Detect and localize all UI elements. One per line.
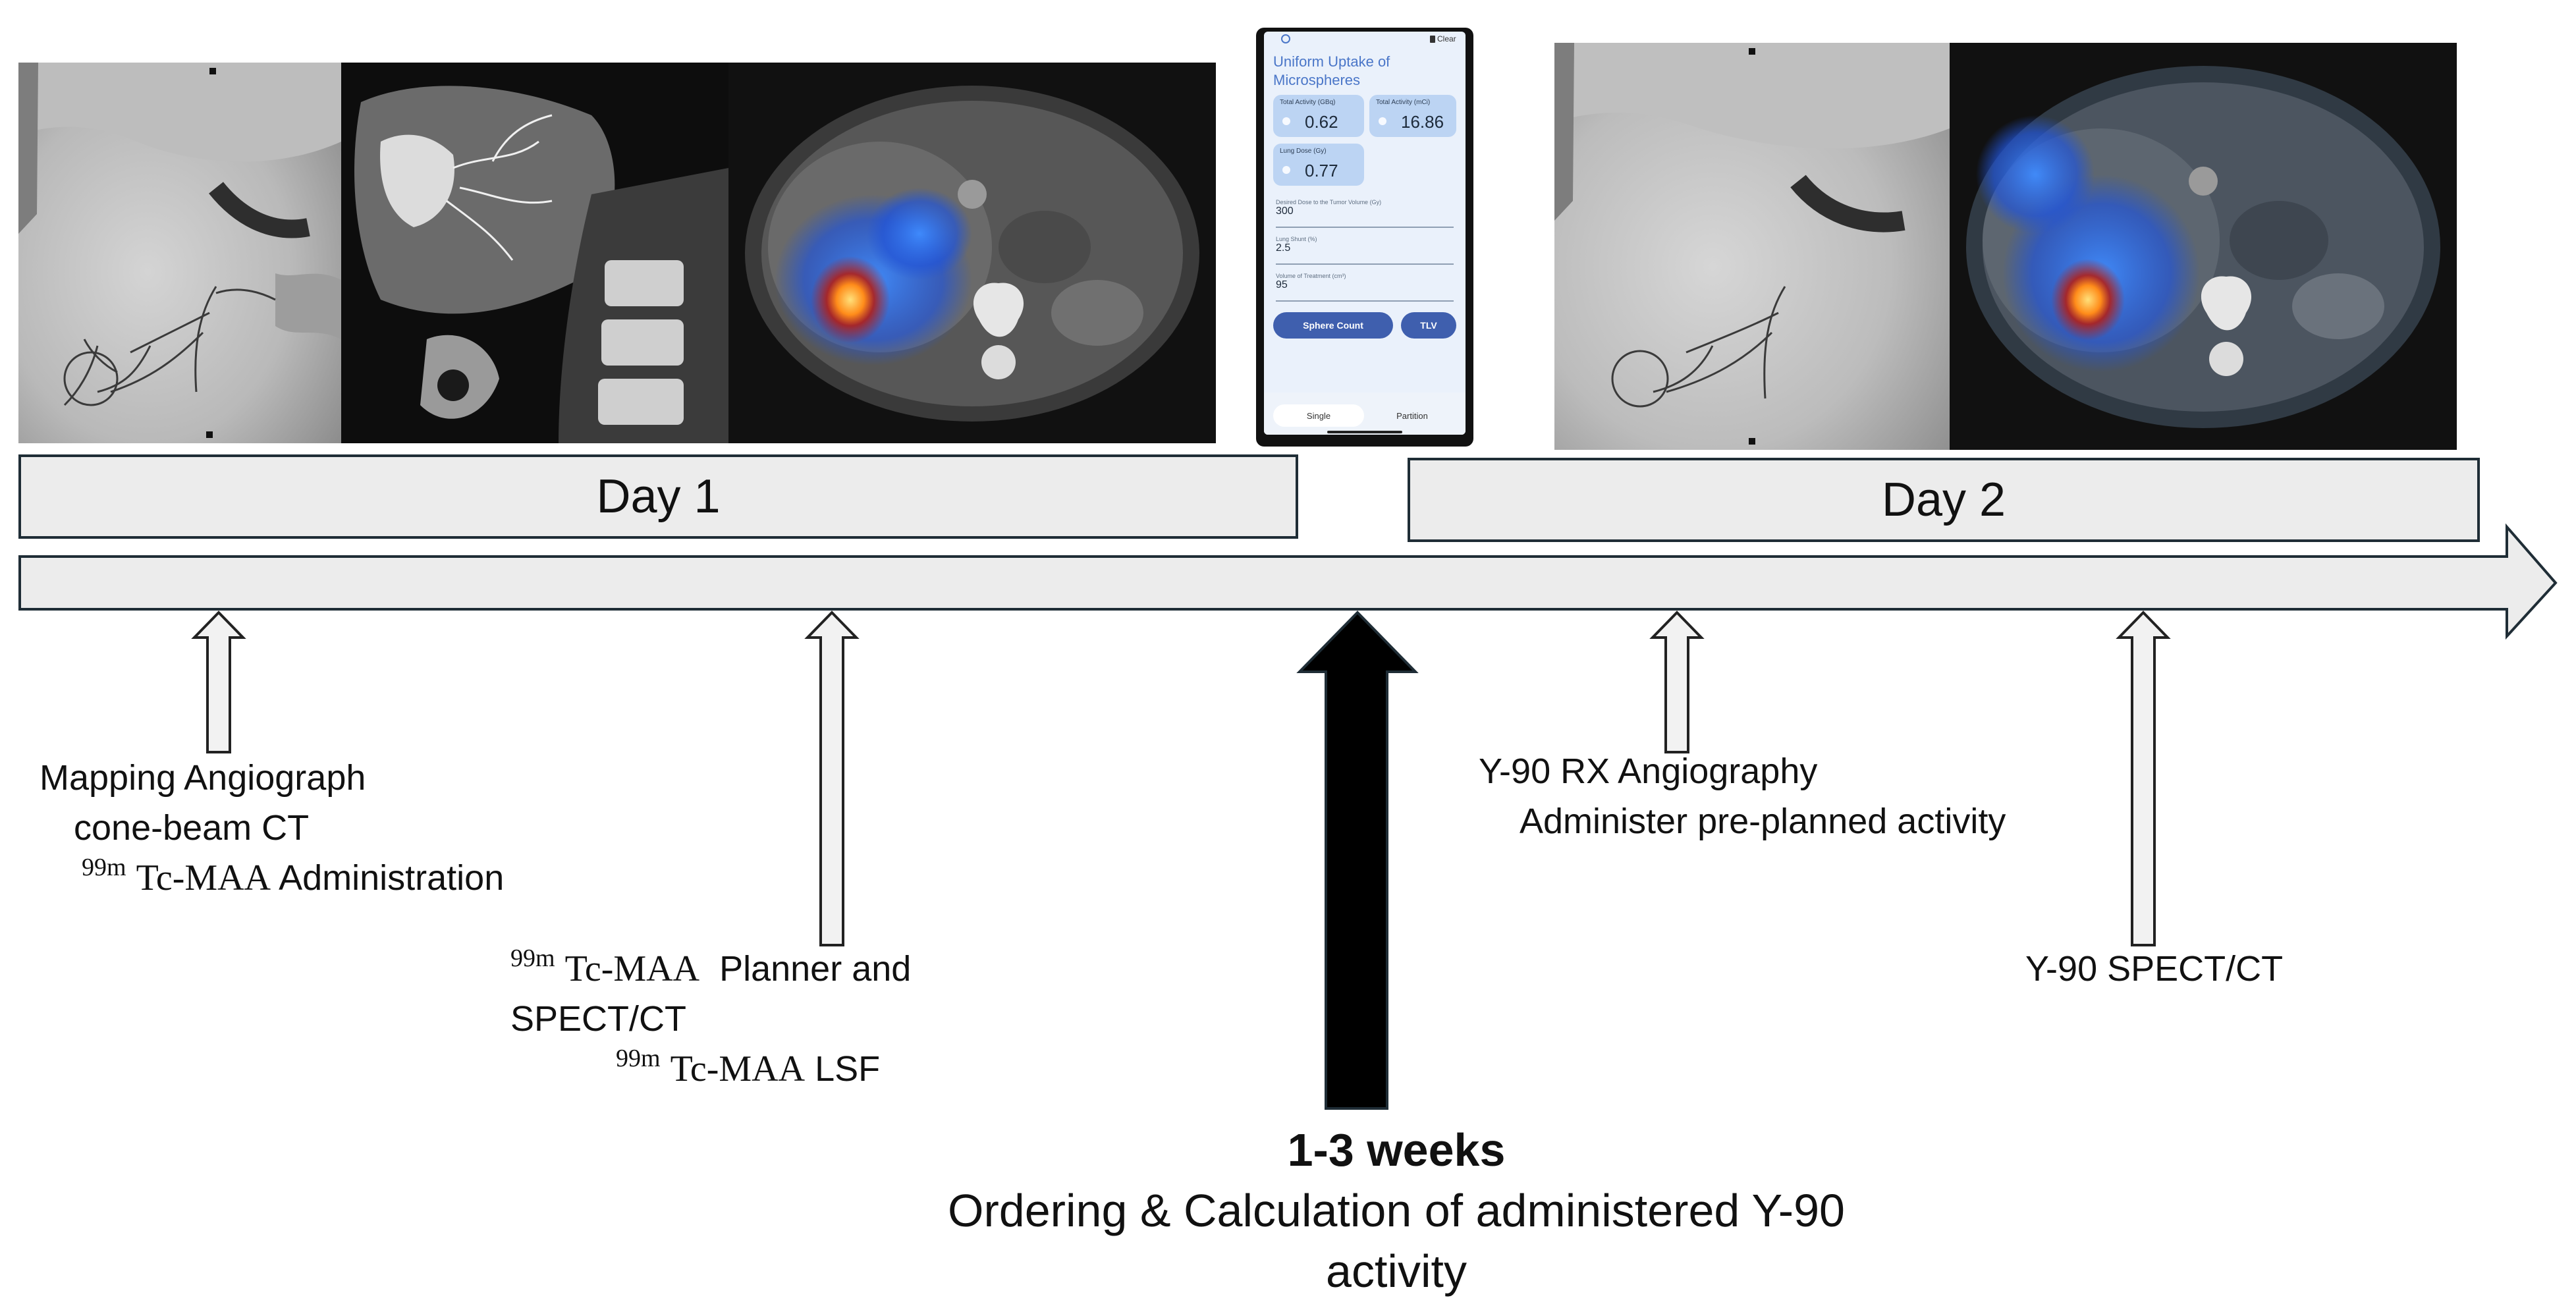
field-caption: Volume of Treatment (cm³) <box>1276 273 1346 279</box>
desired-dose-field[interactable]: Desired Dose to the Tumor Volume (Gy) 30… <box>1276 199 1454 228</box>
radio-dot-icon[interactable] <box>1282 117 1290 125</box>
day-1-box: Day 1 <box>18 454 1298 539</box>
field-caption: Lung Shunt (%) <box>1276 236 1317 242</box>
isotope-name: Tc-MAA <box>564 948 700 989</box>
volume-of-treatment-field[interactable]: Volume of Treatment (cm³) 95 <box>1276 273 1454 302</box>
isotope-superscript: 99m <box>616 1045 661 1072</box>
tlv-button[interactable]: TLV <box>1401 312 1456 339</box>
y90-spect-line-1: Y-90 SPECT/CT <box>2025 949 2284 989</box>
tab-single[interactable]: Single <box>1273 404 1364 427</box>
y90-spect-up-arrow <box>2116 611 2171 946</box>
interval-line-3: activity <box>1326 1245 1467 1297</box>
app-tab-bar: Single Partition <box>1264 393 1466 435</box>
tc-maa-spect-ct-image <box>728 63 1216 443</box>
planner-line-3: 99m Tc-MAA LSF <box>510 1044 911 1094</box>
day-2-box: Day 2 <box>1408 458 2480 542</box>
interval-line-2: Ordering & Calculation of administered Y… <box>948 1185 1845 1236</box>
timeline-arrow <box>18 523 2558 640</box>
interval-big-arrow <box>1296 611 1419 1110</box>
card-caption: Total Activity (mCi) <box>1376 99 1431 106</box>
radio-dot-icon[interactable] <box>1282 166 1290 174</box>
field-caption: Desired Dose to the Tumor Volume (Gy) <box>1276 199 1382 205</box>
planner-up-arrow <box>804 611 860 946</box>
angiogram-image <box>1554 43 1950 450</box>
isotope-superscript: 99m <box>82 854 126 881</box>
isotope-name: Tc-MAA <box>670 1049 806 1089</box>
card-value: 16.86 <box>1401 112 1444 132</box>
y90-rx-step-label: Y-90 RX Angiography Administer pre-plann… <box>1479 746 2006 846</box>
y90-angiogram-image <box>1554 43 1950 450</box>
day-1-label: Day 1 <box>596 470 721 523</box>
angiogram-image <box>18 63 341 443</box>
card-value: 0.62 <box>1305 112 1338 132</box>
card-value: 0.77 <box>1305 161 1338 180</box>
interval-label: 1-3 weeks Ordering & Calculation of admi… <box>883 1120 1910 1301</box>
planner-line-2: SPECT/CT <box>510 999 687 1039</box>
total-activity-gbq-card: Total Activity (GBq) 0.62 <box>1273 95 1364 137</box>
mapping-up-arrow <box>191 611 246 753</box>
app-title: Uniform Uptake of Microspheres <box>1273 53 1390 88</box>
sphere-count-button[interactable]: Sphere Count <box>1273 312 1393 339</box>
cbct-image <box>341 63 728 443</box>
mapping-line-3: 99m Tc-MAA Administration <box>40 853 504 903</box>
mapping-line-1: Mapping Angiograph <box>40 758 366 798</box>
y90-rx-line-2: Administer pre-planned activity <box>1520 802 2006 841</box>
interval-weeks: 1-3 weeks <box>1287 1124 1506 1176</box>
planner-app-phone: Clear Uniform Uptake of Microspheres Tot… <box>1256 28 1473 447</box>
total-activity-mci-card: Total Activity (mCi) 16.86 <box>1369 95 1456 137</box>
planner-line-1-rest: Planner and <box>699 949 912 989</box>
mapping-line-3-rest: Administration <box>271 858 505 898</box>
help-circle-icon[interactable] <box>1281 34 1290 43</box>
tab-partition[interactable]: Partition <box>1396 410 1428 421</box>
cone-beam-ct-image <box>341 63 728 443</box>
isotope-superscript: 99m <box>510 944 555 972</box>
field-value: 300 <box>1276 205 1294 217</box>
clear-button[interactable]: Clear <box>1437 34 1456 43</box>
planner-step-label: 99m Tc-MAA Planner and SPECT/CT 99m Tc-M… <box>510 944 911 1094</box>
mapping-angiogram-image <box>18 63 341 443</box>
planner-line-3-rest: LSF <box>805 1049 881 1089</box>
planner-app-screen: Clear Uniform Uptake of Microspheres Tot… <box>1264 32 1466 435</box>
mapping-step-label: Mapping Angiograph cone-beam CT 99m Tc-M… <box>40 753 504 903</box>
radio-dot-icon[interactable] <box>1379 117 1386 125</box>
home-indicator <box>1327 431 1402 433</box>
trash-icon[interactable] <box>1430 36 1435 43</box>
field-value: 95 <box>1276 279 1288 290</box>
mapping-line-2: cone-beam CT <box>74 808 310 848</box>
day-2-label: Day 2 <box>1881 474 2006 526</box>
y90-rx-line-1: Y-90 RX Angiography <box>1479 751 1818 791</box>
y90-rx-up-arrow <box>1649 611 1705 753</box>
isotope-name: Tc-MAA <box>136 858 271 898</box>
y90-spect-step-label: Y-90 SPECT/CT <box>2025 944 2283 994</box>
card-caption: Lung Dose (Gy) <box>1280 148 1327 155</box>
lung-shunt-field[interactable]: Lung Shunt (%) 2.5 <box>1276 236 1454 265</box>
card-caption: Total Activity (GBq) <box>1280 99 1336 106</box>
spect-ct-fusion-image <box>1950 43 2457 450</box>
spect-ct-fusion-image <box>728 63 1216 443</box>
field-value: 2.5 <box>1276 242 1291 254</box>
lung-dose-card: Lung Dose (Gy) 0.77 <box>1273 144 1364 186</box>
y90-spect-ct-image <box>1950 43 2457 450</box>
planner-line-1: 99m Tc-MAA Planner and <box>510 944 911 994</box>
